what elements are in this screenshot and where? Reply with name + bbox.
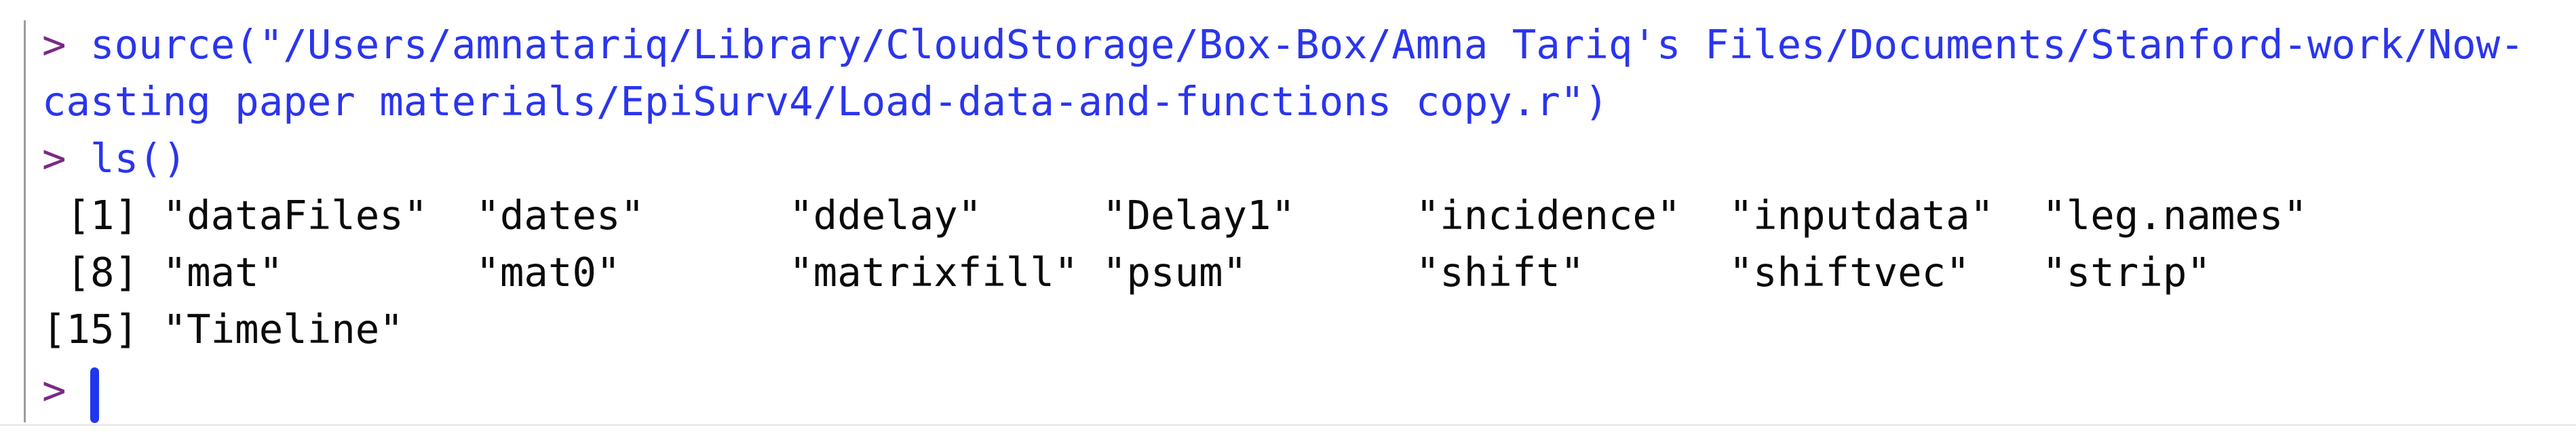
ls-command-text: ls() xyxy=(90,135,187,182)
console-line-ls-output-1: [1] "dataFiles" "dates" "ddelay" "Delay1… xyxy=(42,187,2576,244)
source-command-text: source("/Users/amnatariq/Library/CloudSt… xyxy=(90,21,2524,68)
text-cursor xyxy=(90,367,100,423)
console-transcript: > source("/Users/amnatariq/Library/Cloud… xyxy=(42,16,2576,423)
console-line-active-prompt: > xyxy=(42,358,2576,423)
console-line-source-command-wrap: casting paper materials/EpiSurv4/Load-da… xyxy=(42,73,2576,130)
ls-output-row-1: [1] "dataFiles" "dates" "ddelay" "Delay1… xyxy=(42,192,2307,239)
console-input-area[interactable]: > source("/Users/amnatariq/Library/Cloud… xyxy=(42,16,2576,444)
console-line-ls-output-2: [8] "mat" "mat0" "matrixfill" "psum" "sh… xyxy=(42,244,2576,301)
console-pane-left-border xyxy=(24,20,26,422)
source-command-text-wrapped: casting paper materials/EpiSurv4/Load-da… xyxy=(42,78,1609,125)
console-prompt: > xyxy=(42,21,91,68)
console-pane-bottom-divider xyxy=(0,424,2576,426)
console-line-source-command: > source("/Users/amnatariq/Library/Cloud… xyxy=(42,16,2576,73)
ls-output-row-3: [15] "Timeline" xyxy=(42,306,404,352)
console-line-ls-command: > ls() xyxy=(42,130,2576,187)
console-prompt: > xyxy=(42,135,91,182)
ls-output-row-2: [8] "mat" "mat0" "matrixfill" "psum" "sh… xyxy=(42,249,2211,296)
console-prompt: > xyxy=(42,367,91,413)
console-line-ls-output-3: [15] "Timeline" xyxy=(42,301,2576,358)
